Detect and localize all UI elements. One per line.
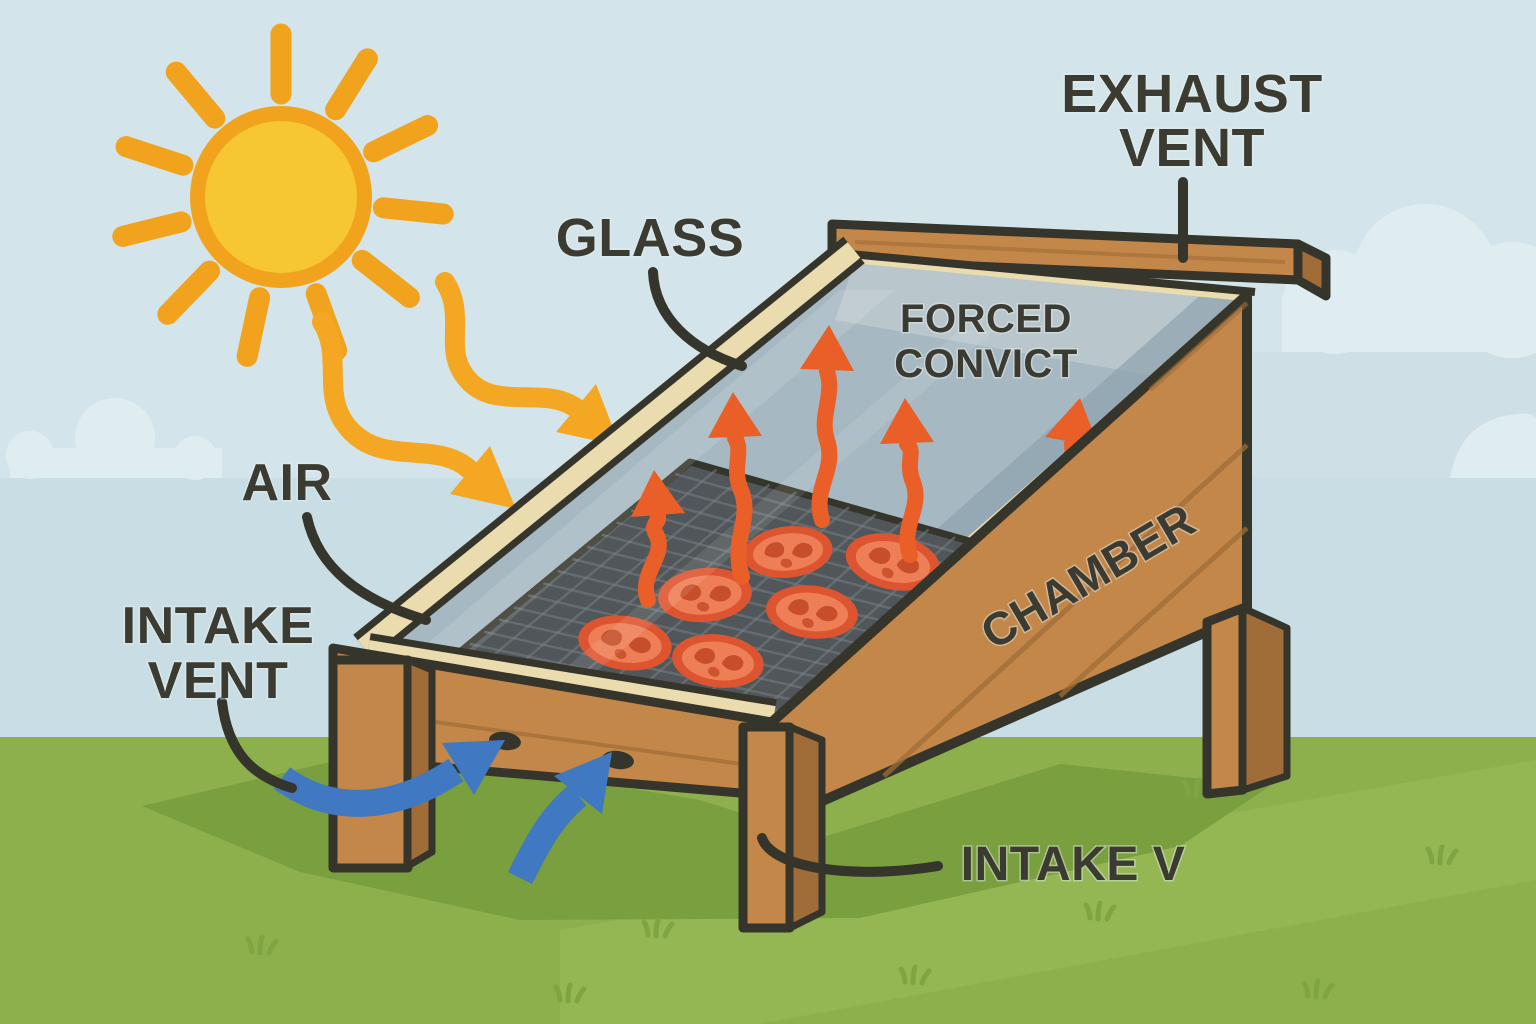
grass-highlight: [560, 760, 1536, 1024]
convection-heat-arrow: [631, 470, 685, 608]
convection-heat-arrow: [800, 325, 854, 528]
glass-label: GLASS: [556, 208, 745, 268]
leader-intake-bottom: [757, 833, 943, 877]
cloud-small: [1450, 413, 1536, 478]
chamber-interior: [420, 252, 1252, 718]
leader-glass: [648, 267, 747, 371]
intake-bottom-label: INTAKE V: [961, 838, 1185, 891]
leader-intake-vent: [217, 697, 297, 793]
solar-radiation-arrow: [435, 272, 620, 446]
air-label: AIR: [241, 454, 332, 512]
dryer-leg-front-right: [738, 722, 826, 933]
leader-air: [302, 512, 431, 625]
sun-ray: [351, 249, 420, 308]
sun-ray: [236, 287, 271, 367]
intake-vent-label-line1: INTAKE: [122, 597, 315, 655]
dryer-side-panel: CHAMBER: [767, 290, 1252, 807]
air-intake-arrow: [273, 740, 505, 817]
convection-heat-arrow: [880, 398, 934, 563]
forced-convection-label-line1: FORCED: [900, 297, 1072, 341]
convection-heat-arrow: [708, 392, 762, 585]
sun-ray: [363, 115, 438, 163]
sun-ray: [372, 197, 454, 225]
cloud-left: [6, 398, 222, 480]
air-intake-arrow: [507, 752, 612, 885]
cloud-right: [1282, 204, 1536, 358]
sun-ray: [157, 260, 220, 325]
solar-radiation-arrow: [312, 312, 516, 509]
sun-ray: [325, 48, 378, 121]
dryer-leg-rear-right: [1202, 603, 1291, 799]
sun-ray: [112, 211, 192, 247]
sun-ray: [165, 61, 226, 129]
glass-reflection: [420, 290, 895, 650]
forced-convection-label-line2: CONVICT: [894, 342, 1078, 386]
sun-ray: [115, 136, 194, 176]
intake-vent-label-line2: VENT: [148, 652, 289, 710]
dryer-leg-front-left: [328, 655, 436, 873]
exhaust-vent-label-line2: VENT: [1119, 118, 1265, 178]
exhaust-vent-label-line1: EXHAUST: [1061, 64, 1323, 124]
